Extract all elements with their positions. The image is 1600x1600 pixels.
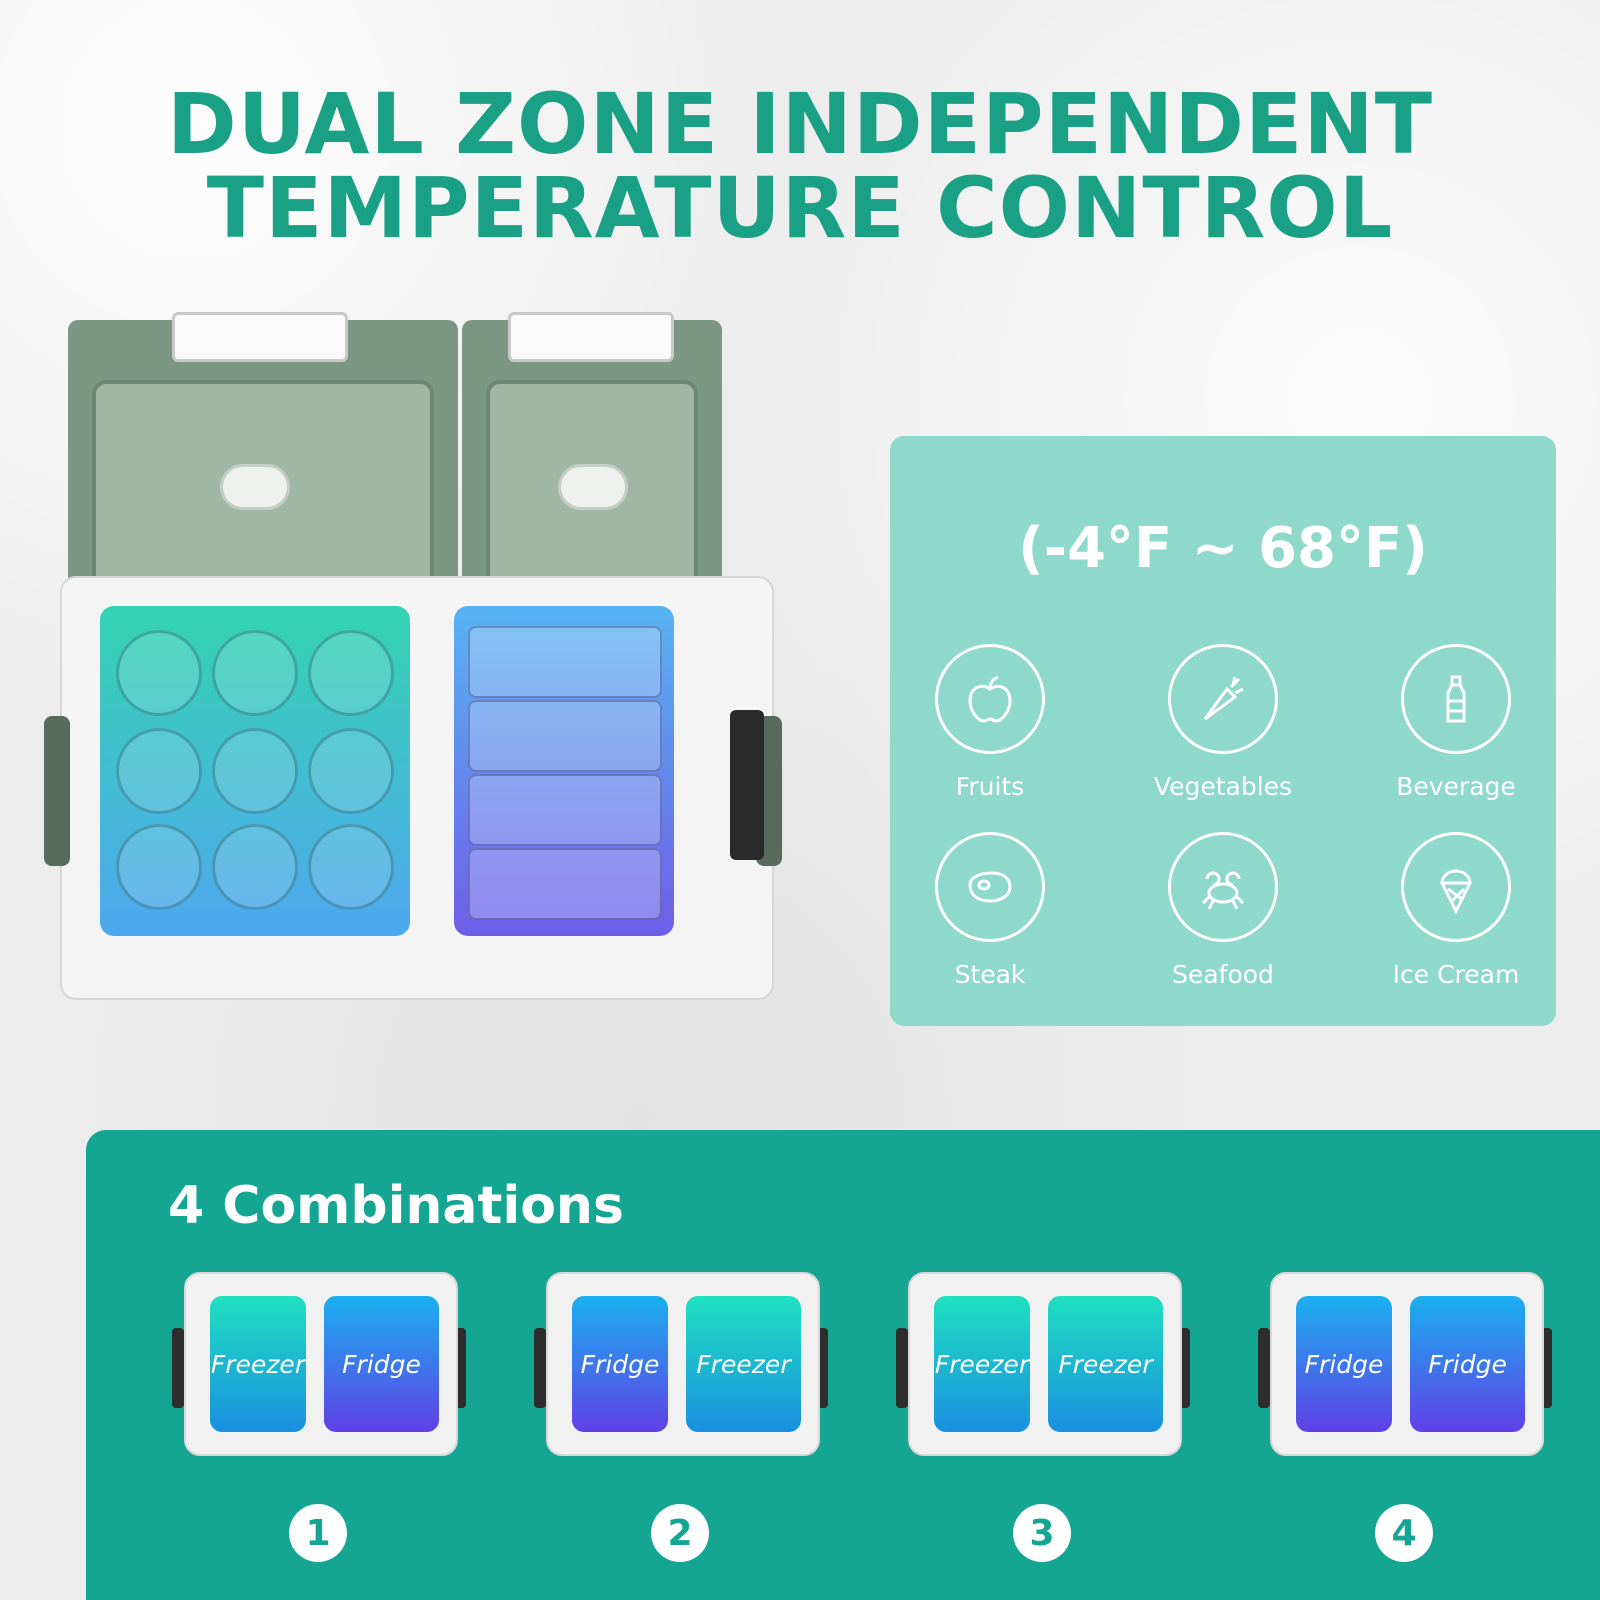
apple-icon xyxy=(935,644,1045,754)
food-vegetables: Vegetables xyxy=(1128,644,1318,801)
combinations-section: 4 Combinations Freezer Fridge 1 Fridge F… xyxy=(86,1130,1600,1600)
combination-number: 1 xyxy=(289,1504,347,1562)
temperature-card: (-4°F ~ 68°F) Fruits Vegetables Beverage… xyxy=(890,436,1556,1026)
ice-cream-icon xyxy=(1401,832,1511,942)
food-ice-cream: Ice Cream xyxy=(1361,832,1551,989)
food-fruits: Fruits xyxy=(895,644,1085,801)
zone-right: Freezer xyxy=(1048,1296,1163,1432)
page-title: DUAL ZONE INDEPENDENT TEMPERATURE CONTRO… xyxy=(0,82,1600,250)
combination-3: Freezer Freezer 3 xyxy=(890,1272,1196,1572)
tray-grip xyxy=(1258,1328,1270,1408)
tray-grip xyxy=(172,1328,184,1408)
carrot-icon xyxy=(1168,644,1278,754)
meat-pack xyxy=(468,774,662,846)
meat-pack xyxy=(468,626,662,698)
food-label: Vegetables xyxy=(1153,772,1293,801)
zone-left: Freezer xyxy=(210,1296,306,1432)
combination-tray: Freezer Freezer xyxy=(908,1272,1182,1456)
can xyxy=(116,630,202,716)
combination-tray: Freezer Fridge xyxy=(184,1272,458,1456)
right-lid-inner xyxy=(486,380,698,600)
left-side-handle xyxy=(44,716,70,866)
fridge-illustration xyxy=(40,312,800,1040)
combination-tray: Fridge Freezer xyxy=(546,1272,820,1456)
right-lid-handle xyxy=(508,312,674,362)
combination-tray: Fridge Fridge xyxy=(1270,1272,1544,1456)
food-label: Beverage xyxy=(1396,772,1516,801)
zone-right: Fridge xyxy=(324,1296,439,1432)
food-beverage: Beverage xyxy=(1361,644,1551,801)
can xyxy=(116,728,202,814)
right-compartment xyxy=(454,606,674,936)
can xyxy=(212,630,298,716)
control-panel xyxy=(730,710,764,860)
fridge-body xyxy=(60,576,774,1000)
meat-pack xyxy=(468,700,662,772)
tray-grip xyxy=(896,1328,908,1408)
zone-left: Fridge xyxy=(572,1296,668,1432)
right-lid xyxy=(462,312,722,620)
food-label: Seafood xyxy=(1172,960,1274,989)
right-lid-vent xyxy=(558,464,628,510)
can xyxy=(212,728,298,814)
food-label: Fruits xyxy=(955,772,1025,801)
zone-right: Freezer xyxy=(686,1296,801,1432)
food-seafood: Seafood xyxy=(1128,832,1318,989)
combination-number: 4 xyxy=(1375,1504,1433,1562)
meat-pack xyxy=(468,848,662,920)
combination-1: Freezer Fridge 1 xyxy=(166,1272,472,1572)
left-compartment xyxy=(100,606,410,936)
tray-grip xyxy=(534,1328,546,1408)
crab-icon xyxy=(1168,832,1278,942)
left-lid xyxy=(68,312,458,620)
can xyxy=(308,728,394,814)
food-steak: Steak xyxy=(895,832,1085,989)
can xyxy=(308,630,394,716)
temperature-range: (-4°F ~ 68°F) xyxy=(1018,516,1428,581)
can xyxy=(308,824,394,910)
zone-right: Fridge xyxy=(1410,1296,1525,1432)
zone-left: Freezer xyxy=(934,1296,1030,1432)
left-lid-inner xyxy=(92,380,434,600)
left-lid-vent xyxy=(220,464,290,510)
combinations-title: 4 Combinations xyxy=(168,1176,624,1236)
can xyxy=(212,824,298,910)
steak-icon xyxy=(935,832,1045,942)
title-line-1: DUAL ZONE INDEPENDENT xyxy=(167,75,1433,173)
title-line-2: TEMPERATURE CONTROL xyxy=(206,159,1394,257)
combination-2: Fridge Freezer 2 xyxy=(528,1272,834,1572)
bottle-icon xyxy=(1401,644,1511,754)
combination-4: Fridge Fridge 4 xyxy=(1252,1272,1558,1572)
can xyxy=(116,824,202,910)
zone-left: Fridge xyxy=(1296,1296,1392,1432)
food-label: Ice Cream xyxy=(1392,960,1520,989)
combination-number: 2 xyxy=(651,1504,709,1562)
combination-number: 3 xyxy=(1013,1504,1071,1562)
left-lid-handle xyxy=(172,312,348,362)
food-label: Steak xyxy=(954,960,1026,989)
